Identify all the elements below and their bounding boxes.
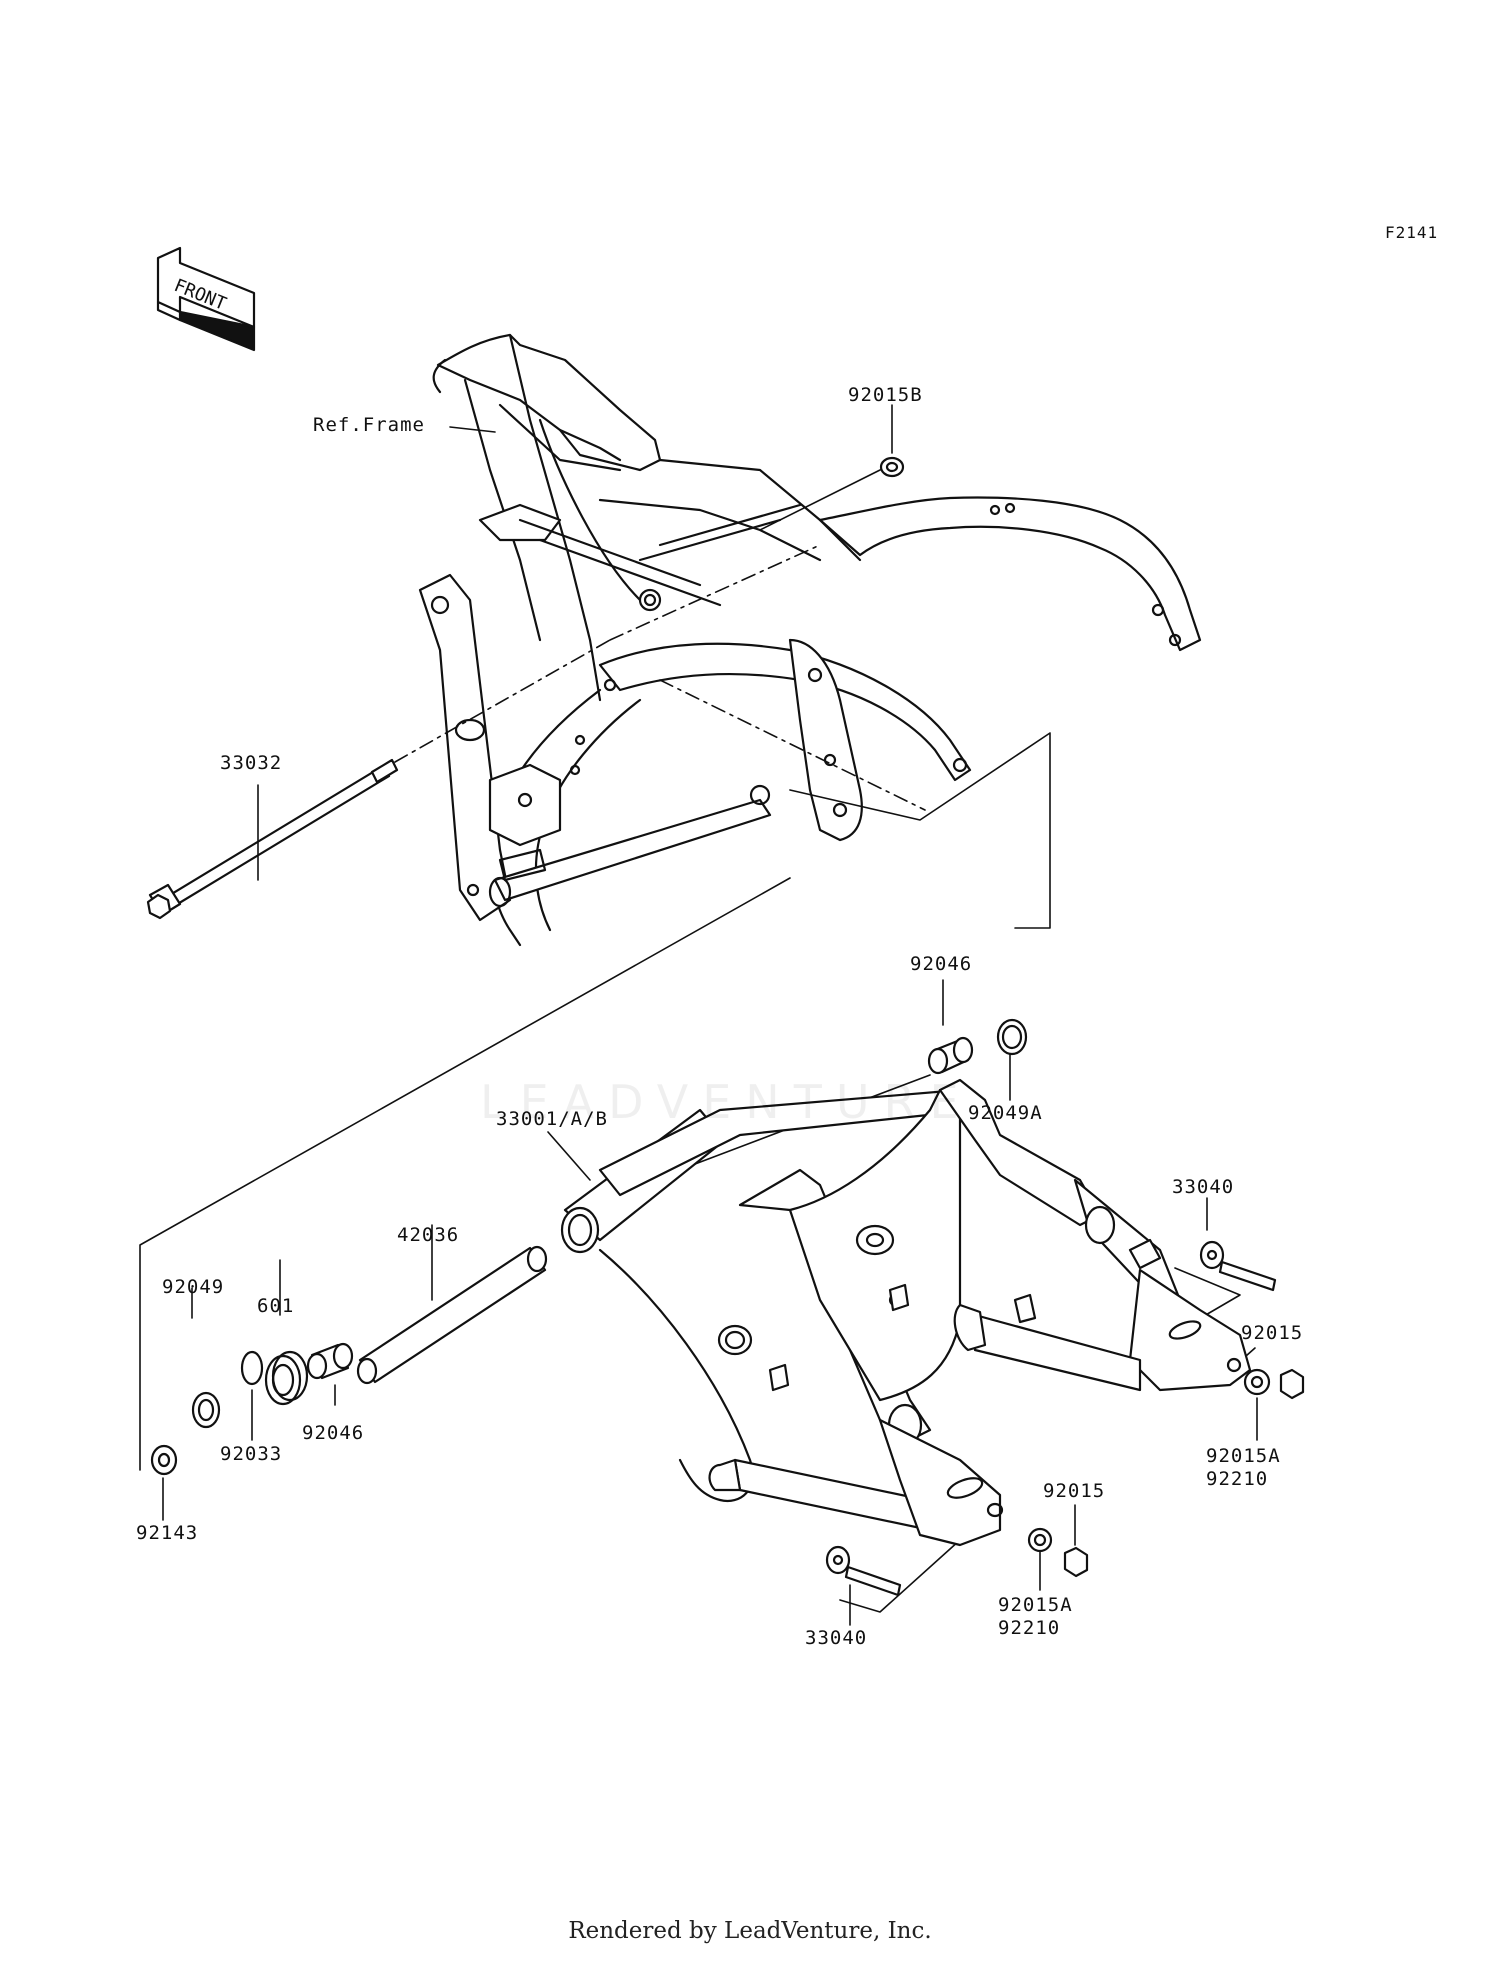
seal-92049 — [191, 1391, 221, 1429]
callout-92049[interactable]: 92049 — [162, 1276, 225, 1298]
callout-92015A-right[interactable]: 92015A — [1206, 1445, 1281, 1467]
bearing-601 — [264, 1350, 309, 1406]
callout-92033[interactable]: 92033 — [220, 1443, 283, 1465]
footer-credit: Rendered by LeadVenture, Inc. — [568, 1918, 932, 1944]
callout-92049A[interactable]: 92049A — [968, 1102, 1043, 1124]
nut-92015A-right — [1243, 1368, 1271, 1396]
callout-33001-a-b[interactable]: 33001/A/B — [496, 1108, 608, 1130]
collar-92143 — [150, 1444, 178, 1476]
callout-92046-low[interactable]: 92046 — [302, 1422, 365, 1444]
nut-92015B — [879, 456, 905, 478]
bearing-92046-lower — [306, 1342, 354, 1380]
callout-33032[interactable]: 33032 — [220, 752, 283, 774]
front-arrow-icon: FRONT — [156, 246, 256, 352]
sleeve-42036 — [356, 1245, 548, 1385]
callout-33040-right[interactable]: 33040 — [1172, 1176, 1235, 1198]
center-lines — [394, 544, 926, 811]
swingarm-pivot-shaft — [146, 758, 399, 920]
callout-33040-low[interactable]: 33040 — [805, 1627, 868, 1649]
callout-42036[interactable]: 42036 — [397, 1224, 460, 1246]
nut-92015-right — [1279, 1368, 1305, 1400]
bushing-92049A — [996, 1018, 1028, 1056]
frame — [418, 333, 1202, 947]
callout-ref-frame[interactable]: Ref.Frame — [313, 414, 425, 436]
callout-92015-low[interactable]: 92015 — [1043, 1480, 1106, 1502]
chain-adjuster-33040-lower — [825, 1545, 902, 1597]
nut-92015A-lower — [1027, 1527, 1053, 1553]
swingarm — [560, 1078, 1252, 1547]
circlip-92033 — [240, 1350, 264, 1386]
callout-92210-low[interactable]: 92210 — [998, 1617, 1061, 1639]
callout-601[interactable]: 601 — [257, 1295, 295, 1317]
callout-92015-right[interactable]: 92015 — [1241, 1322, 1304, 1344]
diagram-code: F2141 — [1385, 223, 1439, 242]
callout-92015A-low[interactable]: 92015A — [998, 1594, 1073, 1616]
bearing-92046-upper — [927, 1036, 974, 1075]
chain-adjuster-33040-right — [1199, 1240, 1277, 1292]
nut-92015-lower — [1063, 1546, 1089, 1578]
callout-92046-top[interactable]: 92046 — [910, 953, 973, 975]
callout-92143[interactable]: 92143 — [136, 1522, 199, 1544]
callout-92015B[interactable]: 92015B — [848, 384, 923, 406]
watermark: LEADVENTURE — [480, 1075, 973, 1129]
callout-92210-right[interactable]: 92210 — [1206, 1468, 1269, 1490]
